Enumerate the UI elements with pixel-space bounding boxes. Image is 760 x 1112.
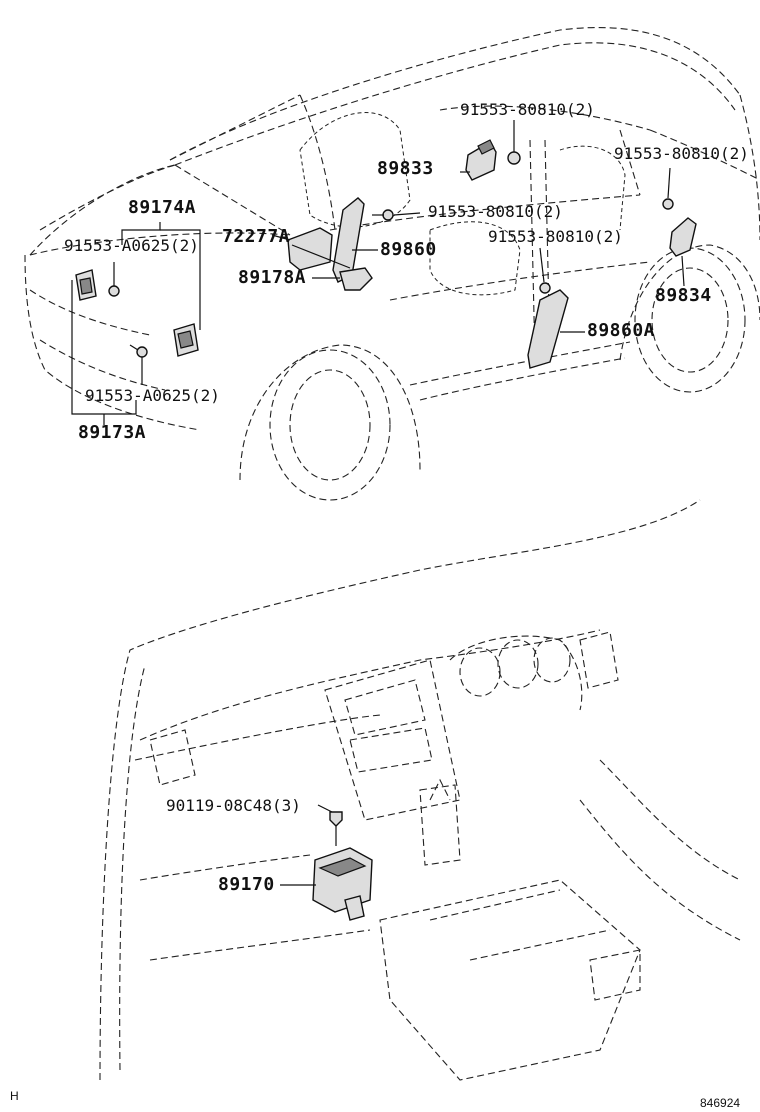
label-89834: 89834 — [655, 285, 712, 306]
label-89860A: 89860A — [587, 320, 656, 341]
label-90119-08C48: 90119-08C48(3) — [166, 796, 301, 815]
label-89174A: 89174A — [128, 197, 197, 218]
drawing-number: 846924 — [700, 1096, 741, 1110]
label-72277A: 72277A — [222, 226, 291, 247]
label-91553-80810-top: 91553-80810(2) — [460, 100, 595, 119]
dashboard-outline — [99, 499, 741, 1081]
label-89860: 89860 — [380, 239, 437, 260]
label-91553-80810-lower: 91553-80810(2) — [488, 227, 623, 246]
footer-left-mark: H — [10, 1089, 19, 1103]
label-91553-80810-right: 91553-80810(2) — [614, 144, 749, 163]
lower-parts — [280, 804, 373, 921]
label-89178A: 89178A — [238, 267, 307, 288]
label-91553-A0625-bottom: 91553-A0625(2) — [85, 386, 220, 405]
label-91553-80810-middle: 91553-80810(2) — [428, 202, 563, 221]
label-89173A: 89173A — [78, 422, 147, 443]
label-89833: 89833 — [377, 158, 434, 179]
label-91553-A0625-top: 91553-A0625(2) — [64, 236, 199, 255]
vehicle-body-outline — [24, 27, 760, 501]
upper-parts — [71, 120, 697, 425]
label-89170: 89170 — [218, 874, 275, 895]
